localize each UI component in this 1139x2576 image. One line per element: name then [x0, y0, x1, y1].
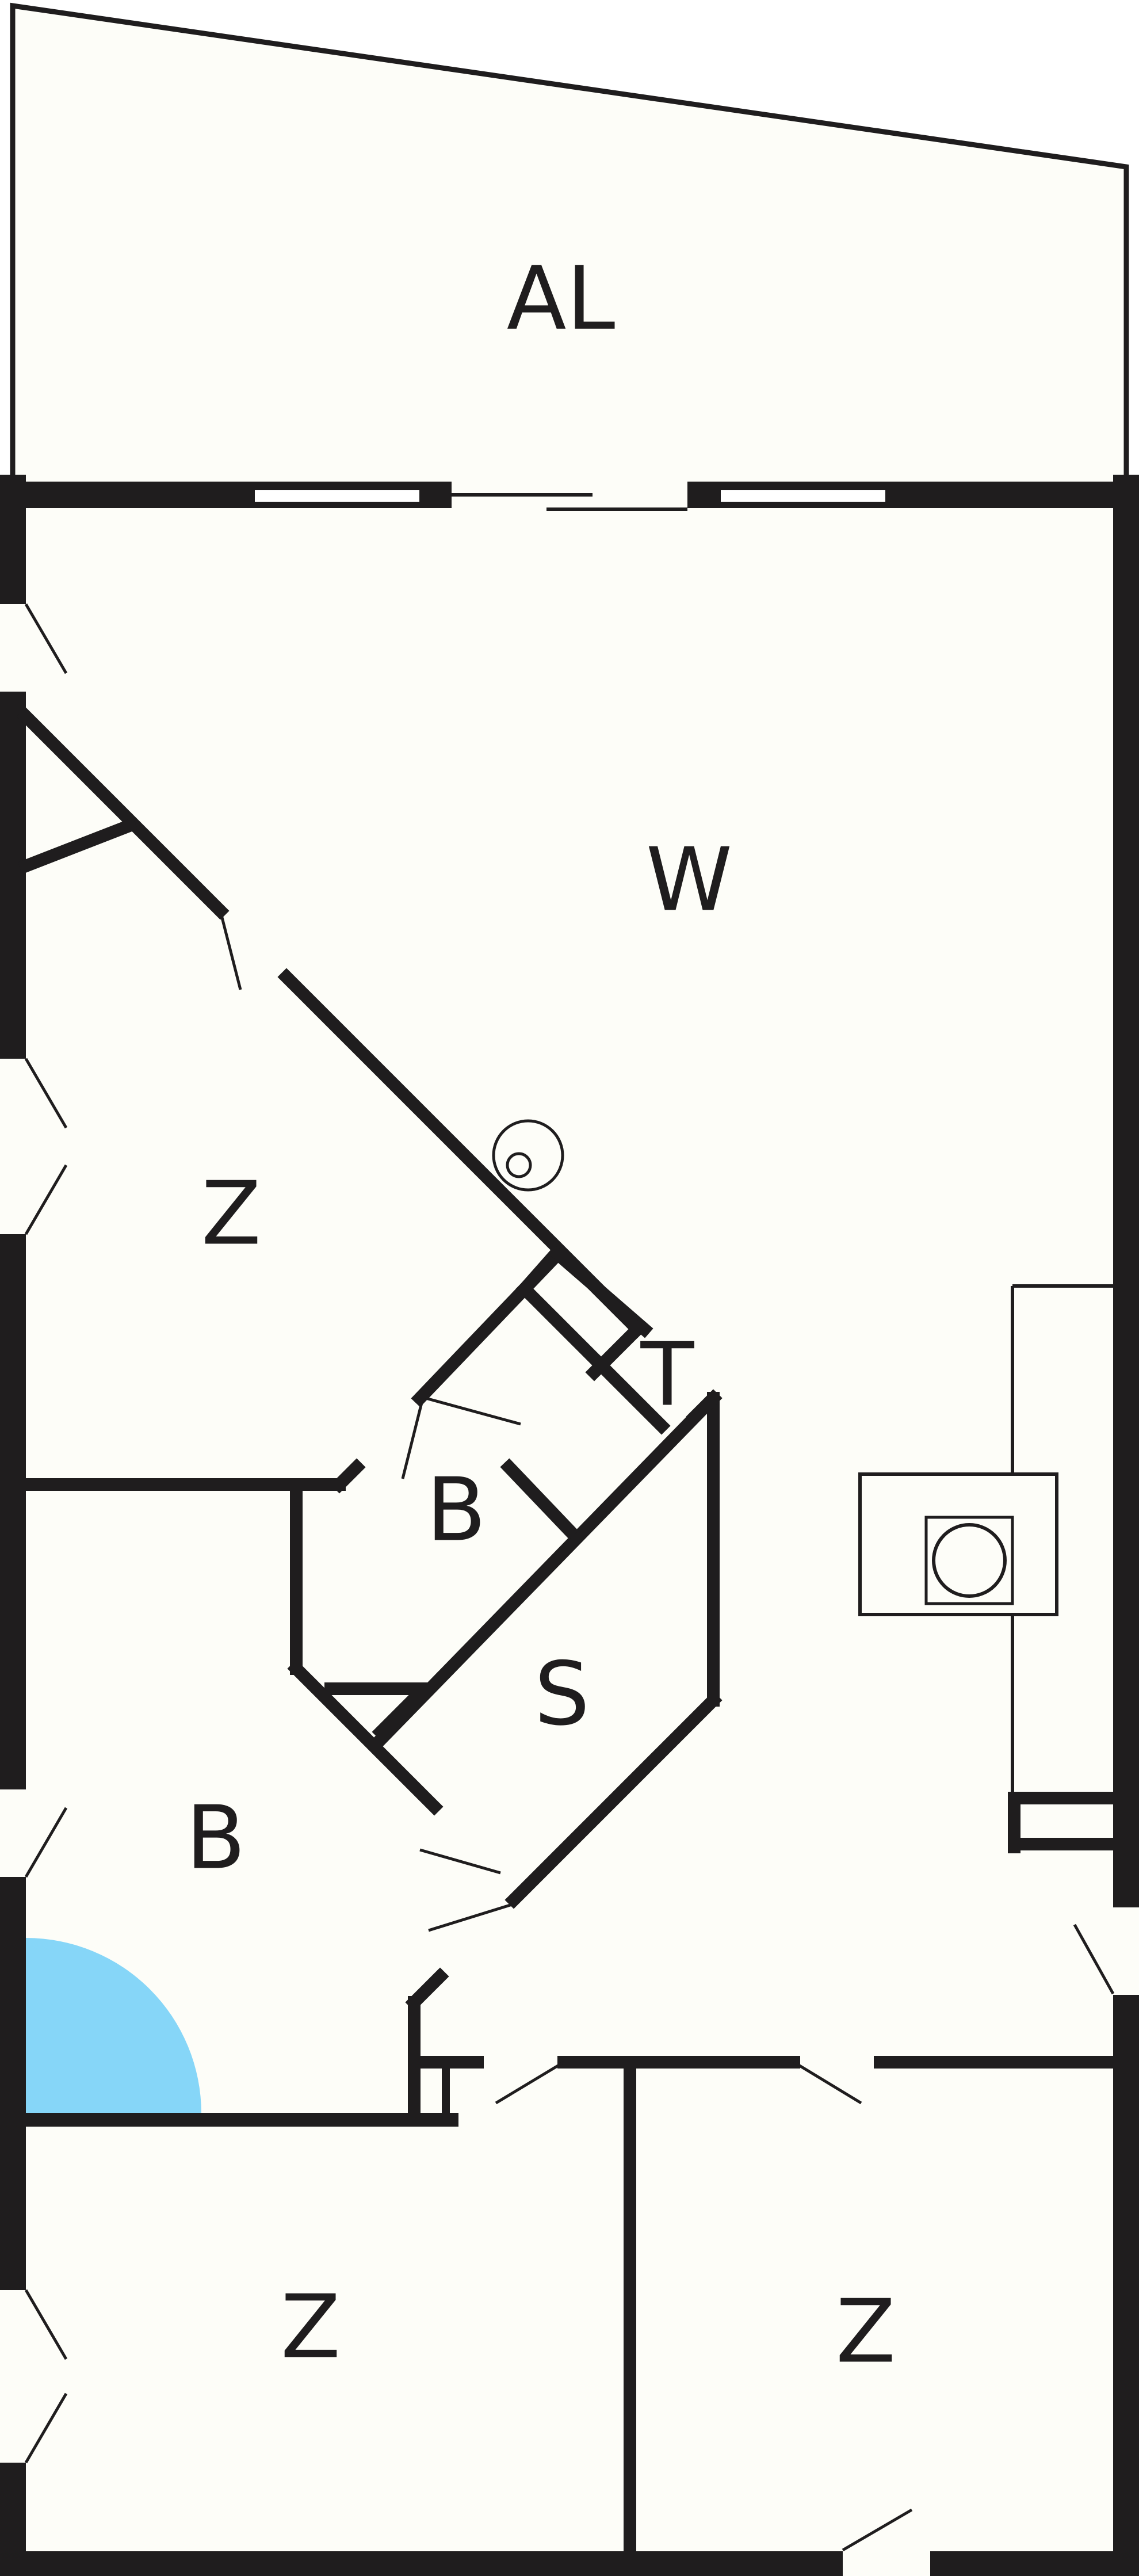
east-door-swing [1073, 1924, 1115, 1995]
window-gap-4 [0, 2290, 26, 2463]
south-window-swing [842, 2508, 913, 2552]
wall-bedroom-bathroom-stub [330, 1458, 366, 1494]
toilet-seat-icon [506, 1152, 532, 1178]
storage-wall-south [504, 1691, 723, 1909]
door-swing-storage-2 [428, 1903, 513, 1932]
toilet-bowl-icon [492, 1119, 564, 1192]
kitchen-counter [858, 1284, 1126, 1798]
window-swing-2a [24, 1058, 68, 1129]
balcony-floor [13, 6, 1126, 488]
room-label-toilet: T [640, 1324, 695, 1426]
window-swing-4b [24, 2392, 68, 2464]
shower-tray-icon [26, 1938, 201, 2113]
bath-wall-east-stub [405, 1967, 449, 2012]
door-swing-bath-inner-2 [425, 1396, 521, 1426]
bath-inner-wall-west [411, 1254, 559, 1407]
room-label-storage: S [534, 1643, 590, 1745]
room-label-balcony: AL [507, 248, 616, 350]
west-windows [0, 603, 68, 2464]
room-label-bathroom-inner: B [426, 1459, 486, 1561]
balcony-area [10, 2, 1129, 488]
window-gap-2 [0, 1059, 26, 1234]
door-swings [219, 910, 862, 2105]
window-north-west [251, 487, 423, 505]
north-openings [251, 482, 889, 511]
bath-shelf-diag [372, 1686, 422, 1737]
window-swing-1 [24, 603, 68, 674]
cooktop-burner-icon [932, 1523, 1007, 1598]
bath-inner-wall-north [515, 1280, 671, 1435]
room-label-living: W [646, 829, 732, 931]
east-door [1073, 1907, 1139, 1995]
door-swing-storage-1 [419, 1848, 501, 1875]
window-swing-3 [24, 1807, 68, 1878]
window-north-east [717, 487, 889, 505]
diagonal-wall-north [17, 707, 230, 920]
door-swing-bath-inner-1 [401, 1398, 425, 1479]
interior-walls [17, 707, 1133, 2571]
room-label-bedroom-south-west: Z [281, 2276, 341, 2378]
window-swing-4a [24, 2289, 68, 2360]
toilet-wall-diag2 [553, 1245, 647, 1338]
room-label-bathroom-west: B [186, 1787, 246, 1889]
window-gap-3 [0, 1789, 26, 1877]
cooktop-plate [924, 1516, 1014, 1605]
window-gap-1 [0, 604, 26, 692]
south-window-gap [843, 2550, 930, 2576]
storage-wall-diag [373, 1389, 723, 1747]
bath-inner-wall-stub [500, 1458, 579, 1540]
storage-wall-top [686, 1389, 723, 1426]
door-swing-bedroom-sw [495, 2060, 565, 2105]
bath-southwest-diag [287, 1659, 444, 1816]
door-swing-bedroom-se [793, 2060, 862, 2105]
balcony-railing [10, 2, 1129, 488]
toilet-fixture-icon [492, 1119, 564, 1192]
south-window [842, 2508, 930, 2576]
east-door-gap [1113, 1907, 1139, 1995]
room-label-bedroom-west: Z [201, 1163, 261, 1265]
closet-wall [17, 817, 138, 875]
door-swing-bedroom [219, 910, 242, 990]
room-label-bedroom-south-east: Z [836, 2281, 896, 2383]
window-swing-2b [24, 1164, 68, 1235]
